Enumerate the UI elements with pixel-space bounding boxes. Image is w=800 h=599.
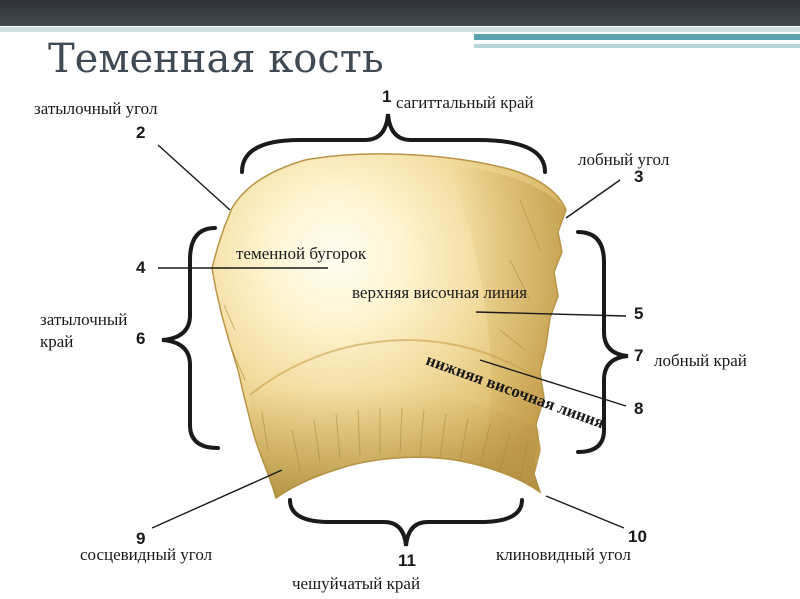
slide-title: Теменная кость	[48, 36, 384, 82]
label-squamous-edge: чешуйчатый край	[292, 574, 421, 593]
leader-mastoid-angle	[151, 469, 283, 529]
label-parietal-tuber: теменной бугорок	[236, 244, 367, 263]
leader-frontal-angle	[565, 179, 621, 219]
marker-6: 6	[136, 329, 146, 348]
label-frontal-edge: лобный край	[654, 351, 747, 370]
label-superior-temporal-line: верхняя височная линия	[352, 283, 528, 302]
marker-5: 5	[634, 304, 644, 323]
brace-squamous	[288, 498, 524, 547]
brace-occipital	[161, 226, 220, 450]
brace-sagittal	[240, 113, 547, 174]
header-accent-teal	[474, 34, 800, 40]
label-occipital-edge-line1: затылочный	[40, 310, 128, 329]
temporal-line-curve	[249, 339, 541, 396]
bone-right-shading	[450, 165, 566, 492]
marker-1: 1	[382, 87, 392, 106]
marker-9: 9	[136, 529, 146, 548]
label-occipital-edge-line2: край	[40, 332, 74, 351]
bone-striations	[223, 199, 541, 481]
header-band	[0, 0, 800, 26]
marker-3: 3	[634, 167, 644, 186]
label-mastoid-angle: сосцевидный угол	[80, 545, 213, 564]
brace-frontal	[576, 230, 629, 454]
label-sphenoid-angle: клиновидный угол	[496, 545, 631, 564]
marker-7: 7	[634, 346, 644, 365]
marker-4: 4	[136, 258, 146, 277]
header-accent-light	[474, 44, 800, 48]
bone-bottom-shading	[250, 387, 540, 498]
header-accent-line	[0, 27, 800, 32]
leader-inferior-temporal-line	[479, 359, 627, 407]
leader-occipital-angle	[157, 144, 231, 211]
marker-2: 2	[136, 123, 146, 142]
label-frontal-angle: лобный угол	[578, 150, 670, 169]
label-occipital-angle: затылочный угол	[34, 99, 158, 118]
marker-10: 10	[628, 527, 647, 546]
label-sagittal-edge: сагиттальный край	[396, 93, 534, 112]
marker-11: 11	[398, 551, 416, 570]
marker-8: 8	[634, 399, 644, 418]
leader-superior-temporal-line	[475, 311, 627, 317]
leader-sphenoid-angle	[545, 495, 625, 529]
